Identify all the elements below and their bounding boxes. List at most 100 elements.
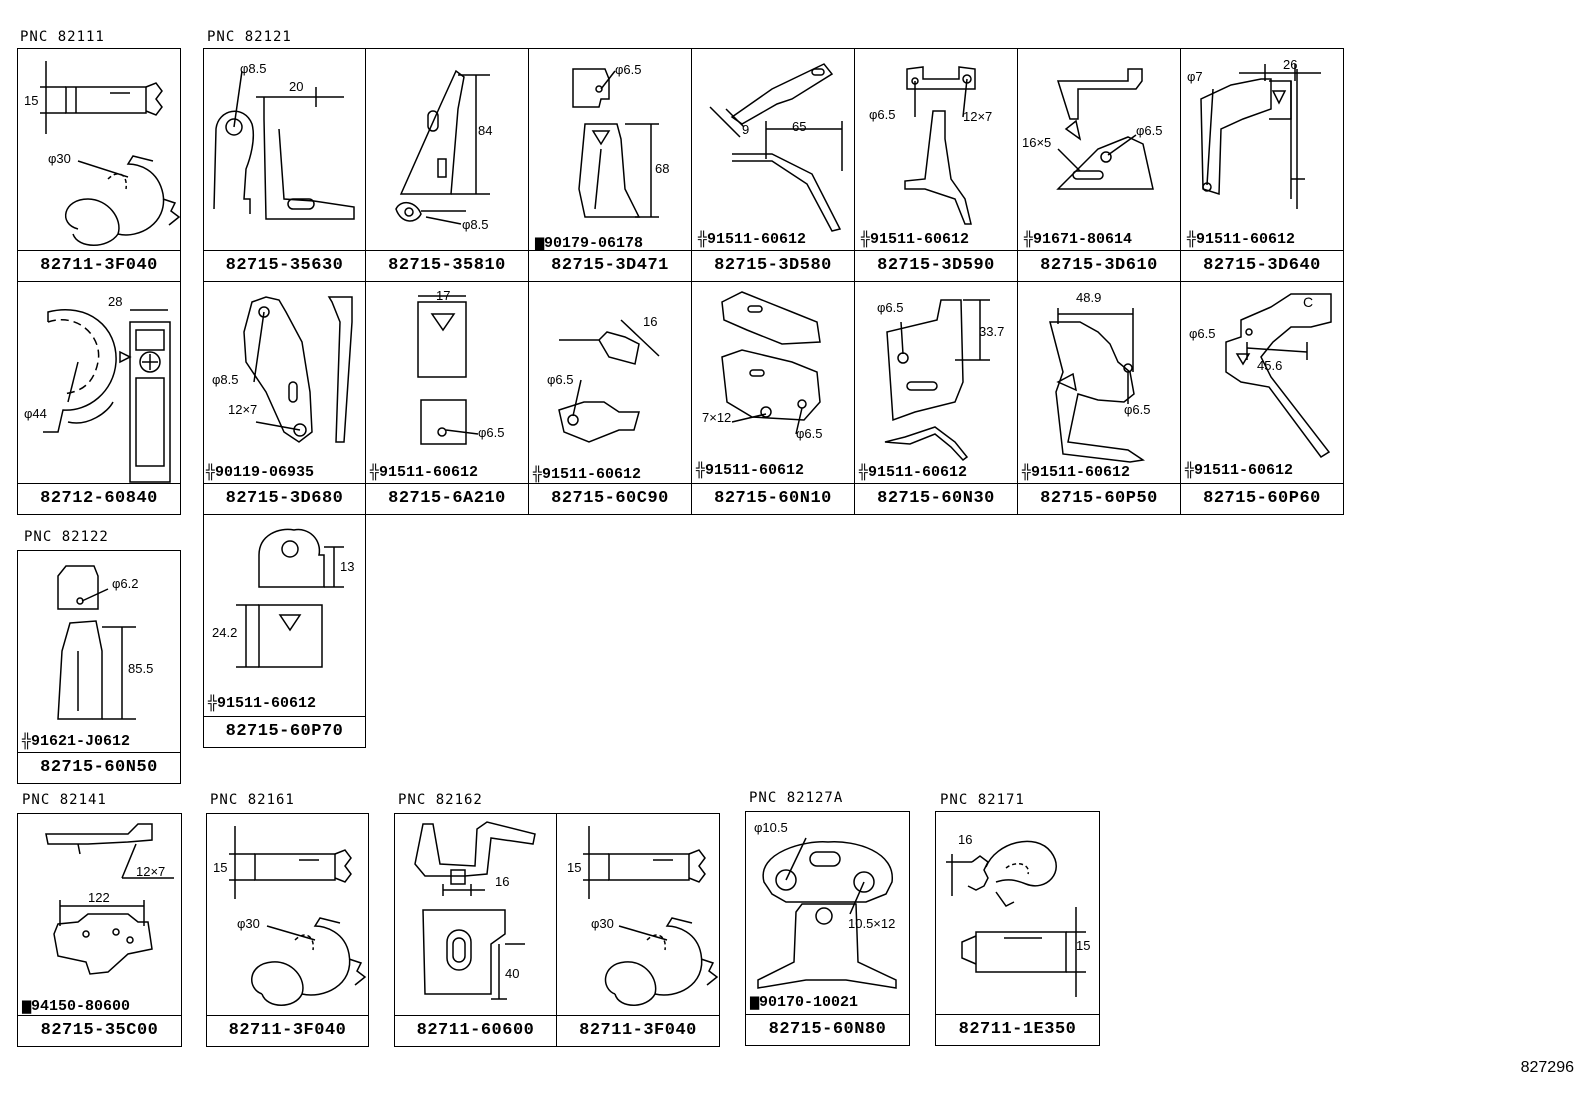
dim-label: 48.9	[1076, 290, 1102, 305]
part-number[interactable]: 82715-3D680	[204, 483, 365, 514]
pnc-label-82111: PNC 82111	[20, 29, 105, 45]
bolt-part-number[interactable]: ╬91511-60612	[370, 464, 479, 481]
dim-label: 65	[792, 119, 807, 134]
bracket-drawing	[572, 68, 659, 218]
part-cell-82715-60p70[interactable]: 13 24.2 ╬91511-60612 82715-60P70	[203, 514, 366, 748]
clamp-drawing	[43, 309, 171, 483]
diagram-id: 827296	[1520, 1059, 1574, 1076]
part-number[interactable]: 82715-35630	[204, 250, 365, 281]
bolt-part-number[interactable]: ▆90179-06178	[535, 235, 644, 252]
part-cell-82715-60n50[interactable]: φ6.2 85.5 ╬91621-J0612 82715-60N50	[17, 550, 181, 784]
dim-label: 33.7	[979, 324, 1005, 339]
dim-label: φ30	[591, 916, 614, 931]
part-cell-82715-3d640[interactable]: φ7 26 ╬91511-60612 82715-3D640	[1180, 48, 1344, 282]
dim-label: 15	[213, 860, 228, 875]
bracket-drawing	[57, 565, 136, 720]
part-number[interactable]: 82711-1E350	[936, 1014, 1099, 1045]
bolt-part-number[interactable]: ╬91621-J0612	[22, 733, 131, 750]
part-number[interactable]: 82715-35810	[366, 250, 528, 281]
part-number[interactable]: 82715-3D580	[692, 250, 854, 281]
part-number[interactable]: 82715-35C00	[18, 1015, 181, 1046]
bolt-part-number[interactable]: ╬91511-60612	[1187, 231, 1296, 248]
pnc-label-82121: PNC 82121	[207, 29, 292, 45]
bolt-part-number[interactable]: ▆90170-10021	[750, 994, 859, 1011]
pnc-label-82122: PNC 82122	[24, 529, 109, 545]
part-number[interactable]: 82715-6A210	[366, 483, 528, 514]
clamp-drawing	[414, 821, 536, 1000]
part-cell-82715-35810[interactable]: 84 φ8.5 82715-35810	[365, 48, 529, 282]
bracket-drawing	[1056, 68, 1154, 190]
bolt-part-number[interactable]: ╬90119-06935	[206, 464, 315, 481]
part-number[interactable]: 82711-60600	[395, 1015, 556, 1046]
bolt-icon: ╬	[533, 466, 543, 483]
bolt-part-number[interactable]: ╬91511-60612	[533, 466, 642, 483]
dim-label: 9	[742, 122, 750, 137]
part-number[interactable]: 82715-60N10	[692, 483, 854, 514]
part-cell-82715-60p60[interactable]: φ6.5 45.6 C ╬91511-60612 82715-60P60	[1180, 281, 1344, 515]
part-cell-82715-3d680[interactable]: φ8.5 12×7 ╬90119-06935 82715-3D680	[203, 281, 366, 515]
dim-label: 7×12	[702, 410, 732, 425]
clamp-drawing	[583, 826, 719, 1006]
part-cell-82715-3d471[interactable]: φ6.5 68 ▆90179-06178 82715-3D471	[528, 48, 692, 282]
part-number[interactable]: 82715-60N50	[18, 752, 180, 783]
part-cell-82711-3f040[interactable]: 15 φ30 82711-3F040	[17, 48, 181, 282]
part-cell-82715-35c00[interactable]: 12×7 122 ▆94150-80600 82715-35C00	[17, 813, 182, 1047]
part-cell-82715-3d590[interactable]: φ6.5 12×7 ╬91511-60612 82715-3D590	[854, 48, 1018, 282]
dim-label: 45.6	[1257, 358, 1283, 373]
dim-label: 84	[478, 123, 493, 138]
bolt-part-number[interactable]: ╬91511-60612	[861, 231, 970, 248]
bracket-drawing	[213, 70, 355, 220]
part-number[interactable]: 82715-60N80	[746, 1014, 909, 1045]
bolt-part-number[interactable]: ╬91511-60612	[1022, 464, 1131, 481]
dim-label: φ8.5	[240, 61, 267, 76]
part-number[interactable]: 82715-3D640	[1181, 250, 1343, 281]
part-cell-82711-60600[interactable]: 16 40 82711-60600	[394, 813, 557, 1047]
part-number[interactable]: 82712-60840	[18, 483, 180, 514]
bolt-part-number[interactable]: ▆94150-80600	[22, 998, 131, 1015]
dim-label: 16	[643, 314, 658, 329]
part-number[interactable]: 82715-60N30	[855, 483, 1017, 514]
part-number[interactable]: 82715-3D590	[855, 250, 1017, 281]
part-number[interactable]: 82715-3D471	[529, 250, 691, 281]
bolt-part-number[interactable]: ╬91511-60612	[208, 695, 317, 712]
part-number[interactable]: 82715-3D610	[1018, 250, 1180, 281]
part-number[interactable]: 82715-60C90	[529, 483, 691, 514]
part-cell-82715-60p50[interactable]: 48.9 φ6.5 ╬91511-60612 82715-60P50	[1017, 281, 1181, 515]
dim-label: φ10.5	[754, 820, 788, 835]
part-cell-82711-3f040-c[interactable]: 15 φ30 82711-3F040	[556, 813, 720, 1047]
part-cell-82715-6a210[interactable]: 17 φ6.5 ╬91511-60612 82715-6A210	[365, 281, 529, 515]
part-number[interactable]: 82711-3F040	[18, 250, 180, 281]
dim-label: 68	[655, 161, 670, 176]
part-number[interactable]: 82711-3F040	[207, 1015, 368, 1046]
bolt-icon: ╬	[370, 464, 380, 481]
part-cell-82715-60c90[interactable]: 16 φ6.5 ╬91511-60612 82715-60C90	[528, 281, 692, 515]
bolt-part-number[interactable]: ╬91511-60612	[696, 462, 805, 479]
dim-label: φ6.5	[1189, 326, 1216, 341]
part-number[interactable]: 82715-60P60	[1181, 483, 1343, 514]
bracket-drawing	[1225, 293, 1332, 459]
bolt-part-number[interactable]: ╬91671-80614	[1024, 231, 1133, 248]
dim-label: φ8.5	[212, 372, 239, 387]
bolt-icon: ╬	[1024, 231, 1034, 248]
part-cell-82712-60840[interactable]: 28 φ44 82712-60840	[17, 281, 181, 515]
part-cell-82715-3d610[interactable]: 16×5 φ6.5 ╬91671-80614 82715-3D610	[1017, 48, 1181, 282]
dim-label: 12×7	[963, 109, 993, 124]
part-cell-82715-35630[interactable]: φ8.5 20 82715-35630	[203, 48, 366, 282]
bracket-drawing	[721, 291, 821, 435]
part-cell-82715-60n30[interactable]: φ6.5 33.7 ╬91511-60612 82715-60N30	[854, 281, 1018, 515]
part-cell-82711-3f040-b[interactable]: 15 φ30 82711-3F040	[206, 813, 369, 1047]
pnc-label-82127a: PNC 82127A	[749, 790, 844, 806]
part-cell-82715-3d580[interactable]: 9 65 ╬91511-60612 82715-3D580	[691, 48, 855, 282]
bolt-part-number[interactable]: ╬91511-60612	[1185, 462, 1294, 479]
bolt-part-number[interactable]: ╬91511-60612	[698, 231, 807, 248]
nut-icon: ▆	[22, 998, 32, 1015]
part-cell-82715-60n80[interactable]: φ10.5 10.5×12 ▆90170-10021 82715-60N80	[745, 811, 910, 1046]
part-number[interactable]: 82711-3F040	[557, 1015, 719, 1046]
dim-label: 13	[340, 559, 355, 574]
part-number[interactable]: 82715-60P70	[204, 716, 365, 747]
part-number[interactable]: 82715-60P50	[1018, 483, 1180, 514]
pnc-label-82161: PNC 82161	[210, 792, 295, 808]
bolt-part-number[interactable]: ╬91511-60612	[859, 464, 968, 481]
part-cell-82711-1e350[interactable]: 16 15 82711-1E350	[935, 811, 1100, 1046]
part-cell-82715-60n10[interactable]: 7×12 φ6.5 ╬91511-60612 82715-60N10	[691, 281, 855, 515]
